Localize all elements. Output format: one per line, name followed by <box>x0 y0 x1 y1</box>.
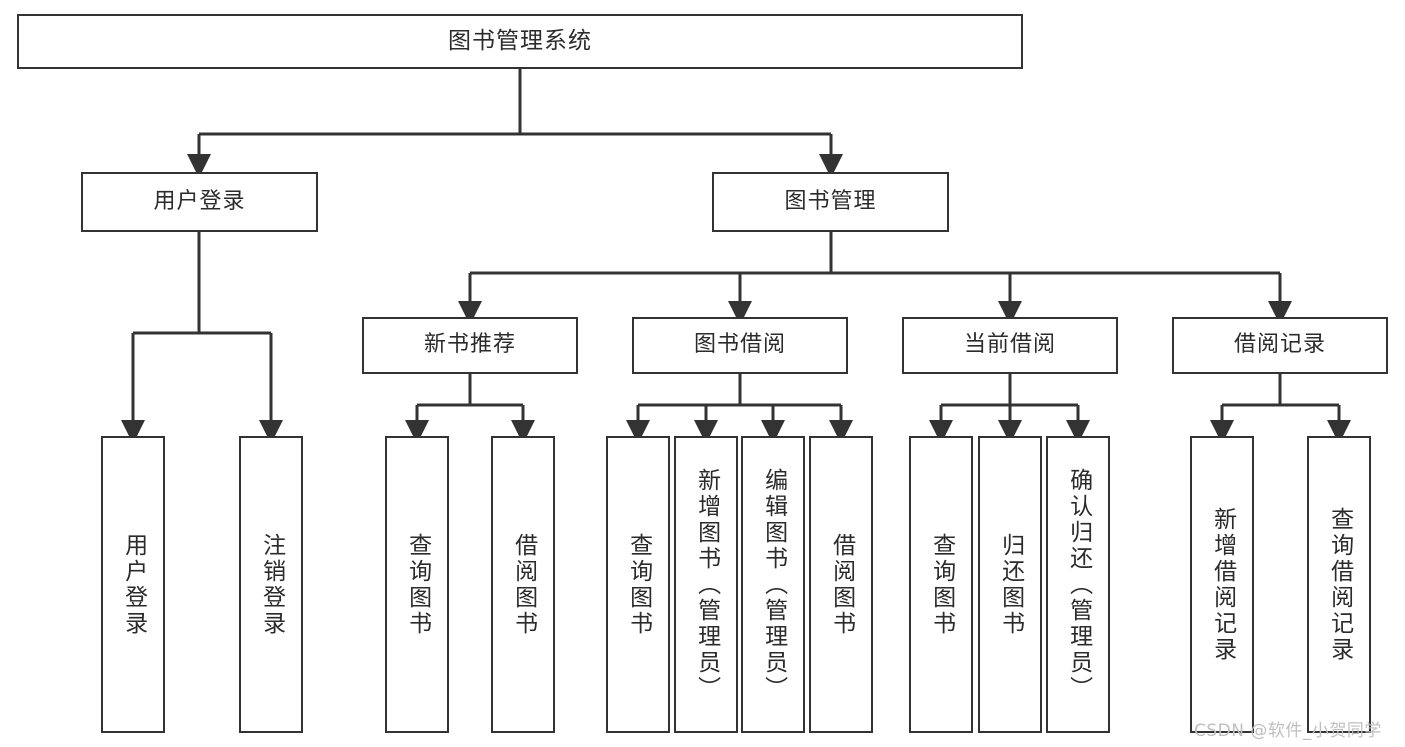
node-leaf-query-book-1[interactable]: 查询图书 <box>385 436 449 733</box>
node-label: 用户登录 <box>120 532 147 637</box>
node-label: 新书推荐 <box>423 332 516 358</box>
node-leaf-query-borrow-record[interactable]: 查询借阅记录 <box>1307 436 1371 733</box>
node-label: 查询图书 <box>625 532 652 637</box>
node-leaf-add-borrow-record[interactable]: 新增借阅记录 <box>1190 436 1254 733</box>
node-root-book-management-system[interactable]: 图书管理系统 <box>17 14 1023 69</box>
node-label: 借阅图书 <box>828 532 855 637</box>
node-new-book-recommendation[interactable]: 新书推荐 <box>362 317 578 374</box>
node-label: 查询图书 <box>404 532 431 637</box>
node-leaf-return-book[interactable]: 归还图书 <box>978 436 1042 733</box>
node-book-borrowing[interactable]: 图书借阅 <box>632 317 848 374</box>
node-label: 查询借阅记录 <box>1326 506 1353 663</box>
node-label: 用户登录 <box>153 188 246 214</box>
node-leaf-user-login[interactable]: 用户登录 <box>101 436 165 733</box>
node-label: 注销登录 <box>258 532 285 637</box>
node-label: 借阅图书 <box>510 532 537 637</box>
node-leaf-confirm-return-admin[interactable]: 确认归还（管理员） <box>1046 436 1110 733</box>
node-label: 查询图书 <box>928 532 955 637</box>
node-label: 借阅记录 <box>1233 332 1326 358</box>
node-book-management[interactable]: 图书管理 <box>712 172 949 232</box>
csdn-watermark: CSDN @软件_小贺同学 <box>1194 721 1382 741</box>
node-label: 当前借阅 <box>963 332 1056 358</box>
node-borrowing-records[interactable]: 借阅记录 <box>1172 317 1388 374</box>
node-label: 新增图书（管理员） <box>693 467 720 702</box>
node-user-login[interactable]: 用户登录 <box>81 172 318 232</box>
node-label: 图书管理 <box>784 188 877 214</box>
node-leaf-query-book-2[interactable]: 查询图书 <box>606 436 670 733</box>
node-leaf-add-book-admin[interactable]: 新增图书（管理员） <box>674 436 738 733</box>
node-label: 编辑图书（管理员） <box>760 467 787 702</box>
node-leaf-borrow-book-2[interactable]: 借阅图书 <box>809 436 873 733</box>
node-label: 图书借阅 <box>693 332 786 358</box>
node-leaf-borrow-book-1[interactable]: 借阅图书 <box>491 436 555 733</box>
node-current-borrowing[interactable]: 当前借阅 <box>902 317 1118 374</box>
node-leaf-user-logout[interactable]: 注销登录 <box>239 436 303 733</box>
node-label: 归还图书 <box>997 532 1024 637</box>
node-leaf-query-book-3[interactable]: 查询图书 <box>909 436 973 733</box>
node-label: 新增借阅记录 <box>1209 506 1236 663</box>
node-label: 确认归还（管理员） <box>1065 467 1092 702</box>
node-label: 图书管理系统 <box>448 27 592 54</box>
node-leaf-edit-book-admin[interactable]: 编辑图书（管理员） <box>741 436 805 733</box>
